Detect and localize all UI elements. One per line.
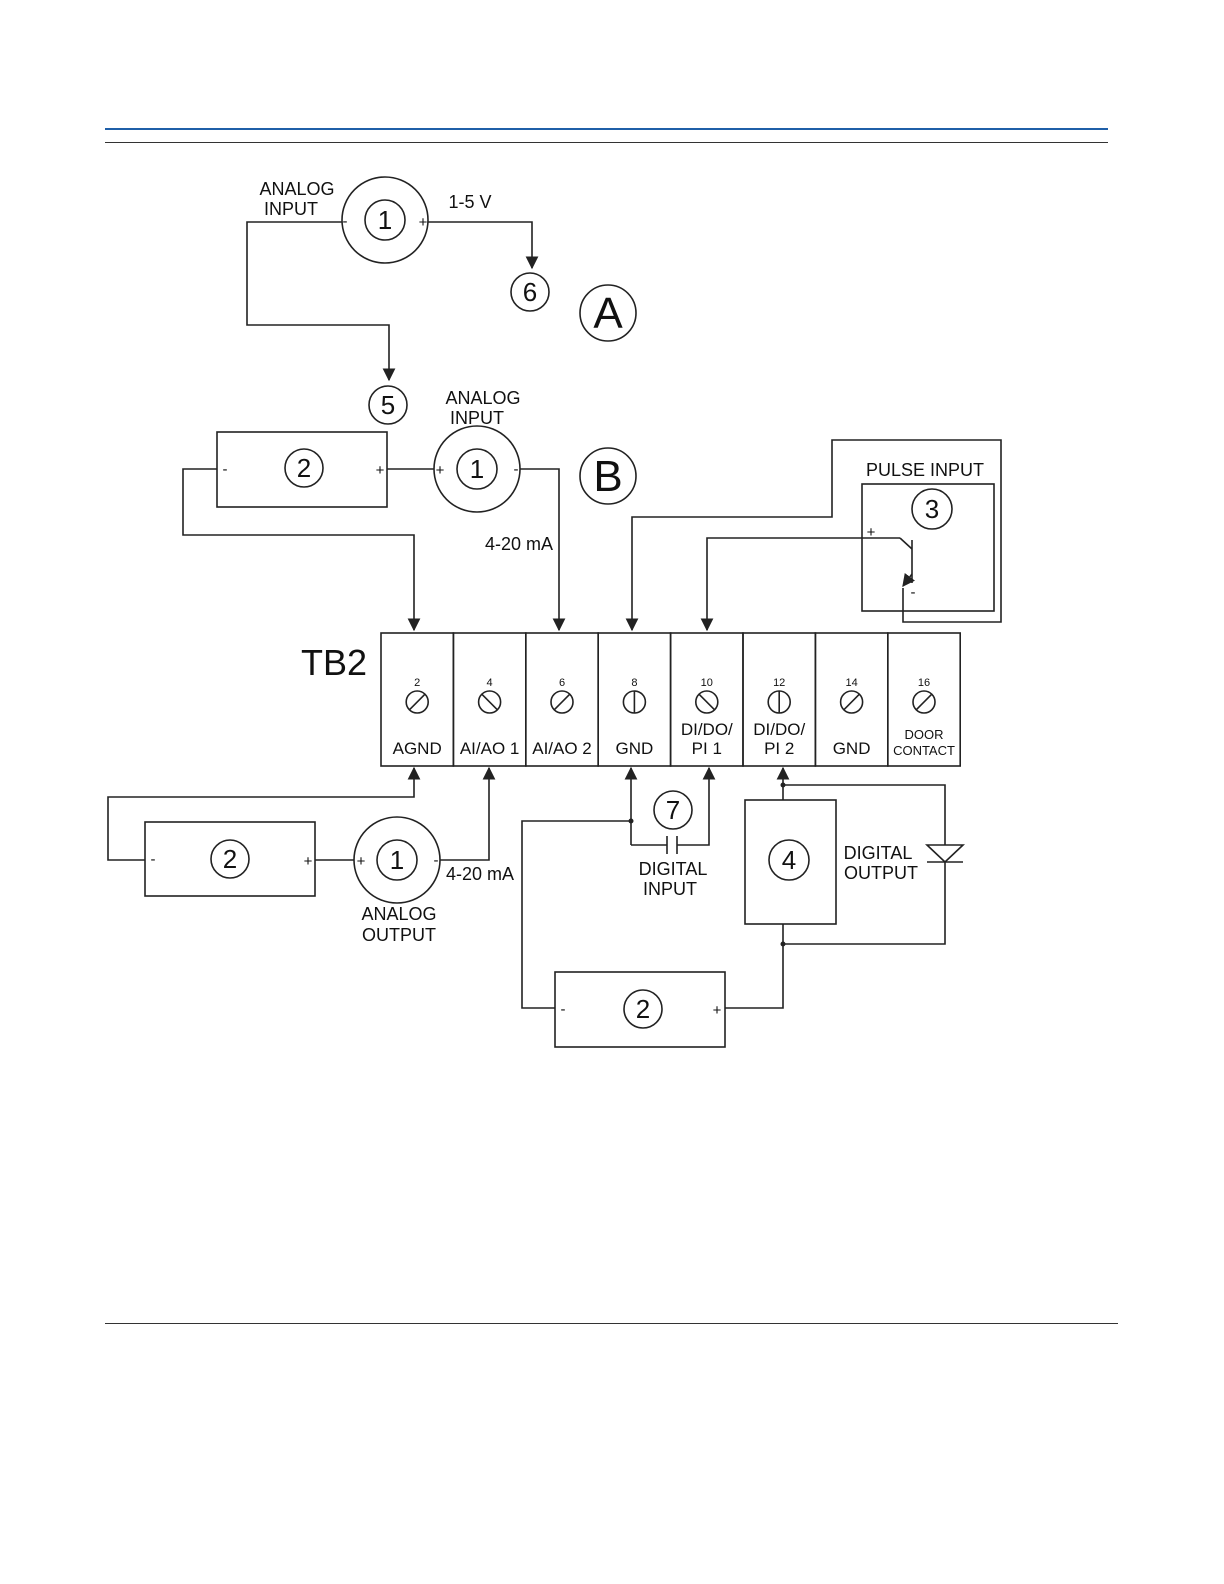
callout-1-ao-label: 1	[390, 845, 404, 875]
callout-4-label: 4	[782, 845, 796, 875]
terminal-label: AGND	[393, 739, 442, 758]
section-a: ANALOG INPUT 1 - + 1-5 V 6 A 5	[247, 177, 636, 424]
callout-2-ao-label: 2	[223, 844, 237, 874]
analog-input-a-line2: INPUT	[264, 199, 318, 219]
analog-input-b-line1: ANALOG	[445, 388, 520, 408]
wire-ao-to-aiao1	[440, 768, 489, 860]
plus-sign: +	[304, 853, 313, 870]
minus-sign: -	[343, 213, 348, 230]
analog-output-line1: ANALOG	[361, 904, 436, 924]
terminal-4: 4AI/AO 1	[453, 633, 525, 766]
minus-sign: -	[151, 851, 156, 868]
callout-5-label: 5	[381, 390, 395, 420]
wire-diode-top	[783, 785, 945, 845]
terminal-number: 12	[773, 677, 785, 689]
terminal-6: 6AI/AO 2	[526, 633, 598, 766]
diode-triangle	[927, 845, 963, 862]
plus-sign: +	[419, 214, 428, 231]
minus-sign: -	[434, 852, 439, 869]
terminal-label: PI 2	[764, 739, 794, 758]
current-range-ao: 4-20 mA	[446, 864, 514, 884]
screw-slot	[699, 694, 715, 710]
analog-output-group: 2 - + 1 + - 4-20 mA ANALOG OUTPUT	[108, 768, 514, 945]
terminal-number: 16	[918, 677, 930, 689]
analog-input-a-line1: ANALOG	[259, 179, 334, 199]
terminal-label: AI/AO 1	[460, 739, 520, 758]
minus-sign: -	[514, 461, 519, 478]
pulse-input-label: PULSE INPUT	[866, 460, 984, 480]
digital-output-group: 4 DIGITAL OUTPUT 2 - +	[555, 768, 963, 1047]
wire-a-minus	[247, 222, 389, 380]
callout-7-label: 7	[666, 795, 680, 825]
screw-slot	[916, 694, 932, 710]
section-b: ANALOG INPUT 2 - + 1 + - 4-20 mA B	[183, 388, 636, 630]
callout-2-b-label: 2	[297, 453, 311, 483]
digital-input-line1: DIGITAL	[639, 859, 708, 879]
terminal-number: 2	[414, 677, 420, 689]
current-range-b: 4-20 mA	[485, 534, 553, 554]
screw-slot	[844, 694, 860, 710]
terminal-label: AI/AO 2	[532, 739, 592, 758]
section-b-label: B	[593, 452, 622, 501]
transistor-collector	[900, 538, 912, 549]
wire-relay-to-ps	[725, 924, 783, 1008]
screw-slot	[554, 694, 570, 710]
callout-1-a-label: 1	[378, 205, 392, 235]
screw-slot	[409, 694, 425, 710]
callout-6-label: 6	[523, 277, 537, 307]
terminal-label: CONTACT	[893, 743, 955, 758]
minus-sign: -	[911, 584, 916, 601]
callout-1-b-label: 1	[470, 454, 484, 484]
terminal-number: 10	[701, 677, 713, 689]
wire-a-plus	[428, 222, 532, 268]
wire-di-to-ps	[522, 821, 631, 1008]
digital-output-line2: OUTPUT	[844, 863, 918, 883]
analog-input-b-line2: INPUT	[450, 408, 504, 428]
digital-input-line2: INPUT	[643, 879, 697, 899]
analog-output-line2: OUTPUT	[362, 925, 436, 945]
terminal-label: DOOR	[905, 727, 944, 742]
section-a-label: A	[593, 289, 623, 338]
terminal-14: 14GND	[815, 633, 887, 766]
plus-sign: +	[357, 853, 366, 870]
wire-pulse-to-pi1	[707, 538, 900, 630]
minus-sign: -	[223, 461, 228, 478]
terminal-label: DI/DO/	[681, 720, 733, 739]
voltage-range-label: 1-5 V	[448, 192, 491, 212]
pulse-input-group: PULSE INPUT 3 + -	[632, 440, 1001, 630]
plus-sign: +	[376, 462, 385, 479]
terminal-number: 8	[631, 677, 637, 689]
screw-slot	[482, 694, 498, 710]
plus-sign: +	[713, 1002, 722, 1019]
terminal-label: PI 1	[692, 739, 722, 758]
wire-ao-to-agnd	[108, 768, 414, 860]
terminal-number: 14	[845, 677, 857, 689]
tb2-label: TB2	[301, 642, 367, 683]
terminal-number: 6	[559, 677, 565, 689]
callout-3-label: 3	[925, 494, 939, 524]
terminal-number: 4	[487, 677, 493, 689]
minus-sign: -	[561, 1001, 566, 1018]
plus-sign: +	[436, 462, 445, 479]
digital-output-line1: DIGITAL	[844, 843, 913, 863]
terminal-label: GND	[833, 739, 871, 758]
terminal-label: DI/DO/	[753, 720, 805, 739]
terminal-label: GND	[616, 739, 654, 758]
callout-2-do-label: 2	[636, 994, 650, 1024]
wire-di-to-pi1	[677, 768, 709, 845]
